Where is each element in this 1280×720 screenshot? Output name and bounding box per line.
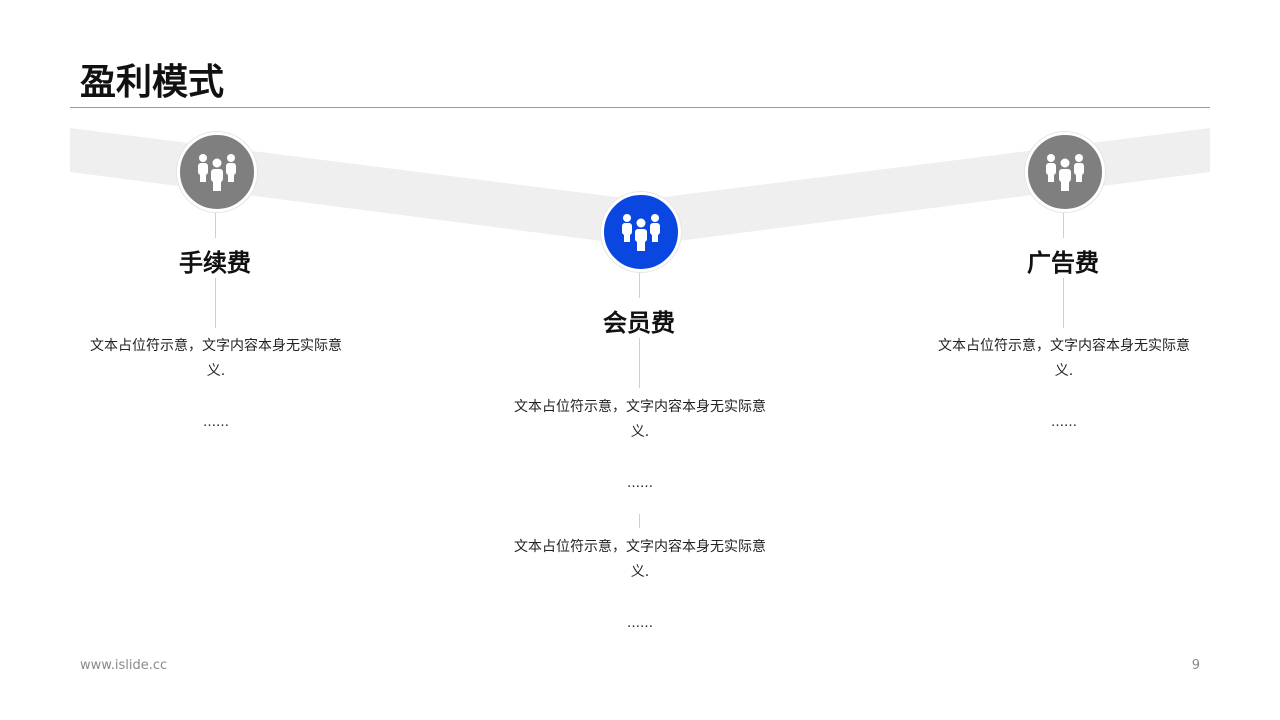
footer-website: www.islide.cc [80, 658, 168, 673]
connector-line [639, 514, 640, 528]
column-description: 文本占位符示意，文字内容本身无实际意义. [938, 338, 1190, 379]
membership-icon-circle [601, 192, 681, 272]
column-description: 文本占位符示意，文字内容本身无实际意义. [514, 399, 766, 440]
connector-line [1063, 278, 1064, 328]
people-group-icon [198, 154, 236, 191]
column-label-handling-fee: 手续费 [179, 249, 251, 277]
connector-line [215, 205, 216, 238]
connector-line [215, 278, 216, 328]
page-number: 9 [1191, 658, 1200, 673]
fee-icon-circle [177, 132, 257, 212]
page-title: 盈利模式 [80, 62, 225, 103]
column-description: 文本占位符示意，文字内容本身无实际意义. [90, 338, 342, 379]
column-label-advertising-fee: 广告费 [1027, 249, 1099, 277]
connector-line [1063, 205, 1064, 238]
title-divider [70, 107, 1210, 108]
ad-fee-icon-circle [1025, 132, 1105, 212]
column-description: 文本占位符示意，文字内容本身无实际意义. [514, 539, 766, 580]
connector-line [639, 338, 640, 388]
ellipsis-text: …… [1051, 415, 1077, 430]
connector-line [639, 265, 640, 298]
ellipsis-text: …… [627, 476, 653, 491]
column-label-membership-fee: 会员费 [603, 309, 675, 337]
people-group-icon [1046, 154, 1084, 191]
people-group-icon [622, 214, 660, 251]
ellipsis-text: …… [203, 415, 229, 430]
ellipsis-text: …… [627, 616, 653, 631]
